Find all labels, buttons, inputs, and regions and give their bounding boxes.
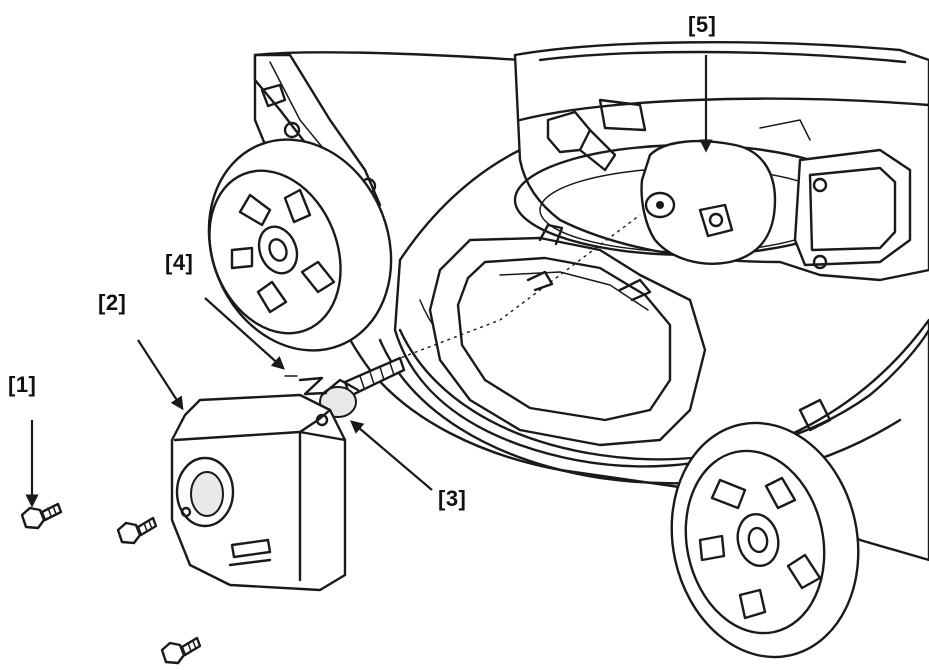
alignment-line — [394, 214, 641, 361]
arrow-4 — [204, 297, 285, 370]
front-bumper — [428, 223, 707, 447]
callout-4: [4] — [165, 250, 194, 275]
callout-1: [1] — [8, 372, 37, 397]
screw-2 — [116, 516, 158, 545]
engine — [513, 41, 929, 282]
callout-5: [5] — [688, 12, 717, 37]
rear-wheel — [207, 138, 393, 352]
screw-3 — [160, 636, 202, 665]
arrow-3 — [349, 420, 433, 491]
spring-washer — [298, 376, 328, 396]
muffler-protector — [170, 393, 347, 592]
screw-1 — [20, 502, 63, 530]
callout-3: [3] — [438, 486, 467, 511]
front-wheel — [670, 421, 860, 659]
arrow-2 — [137, 339, 184, 411]
callout-2: [2] — [98, 290, 127, 315]
